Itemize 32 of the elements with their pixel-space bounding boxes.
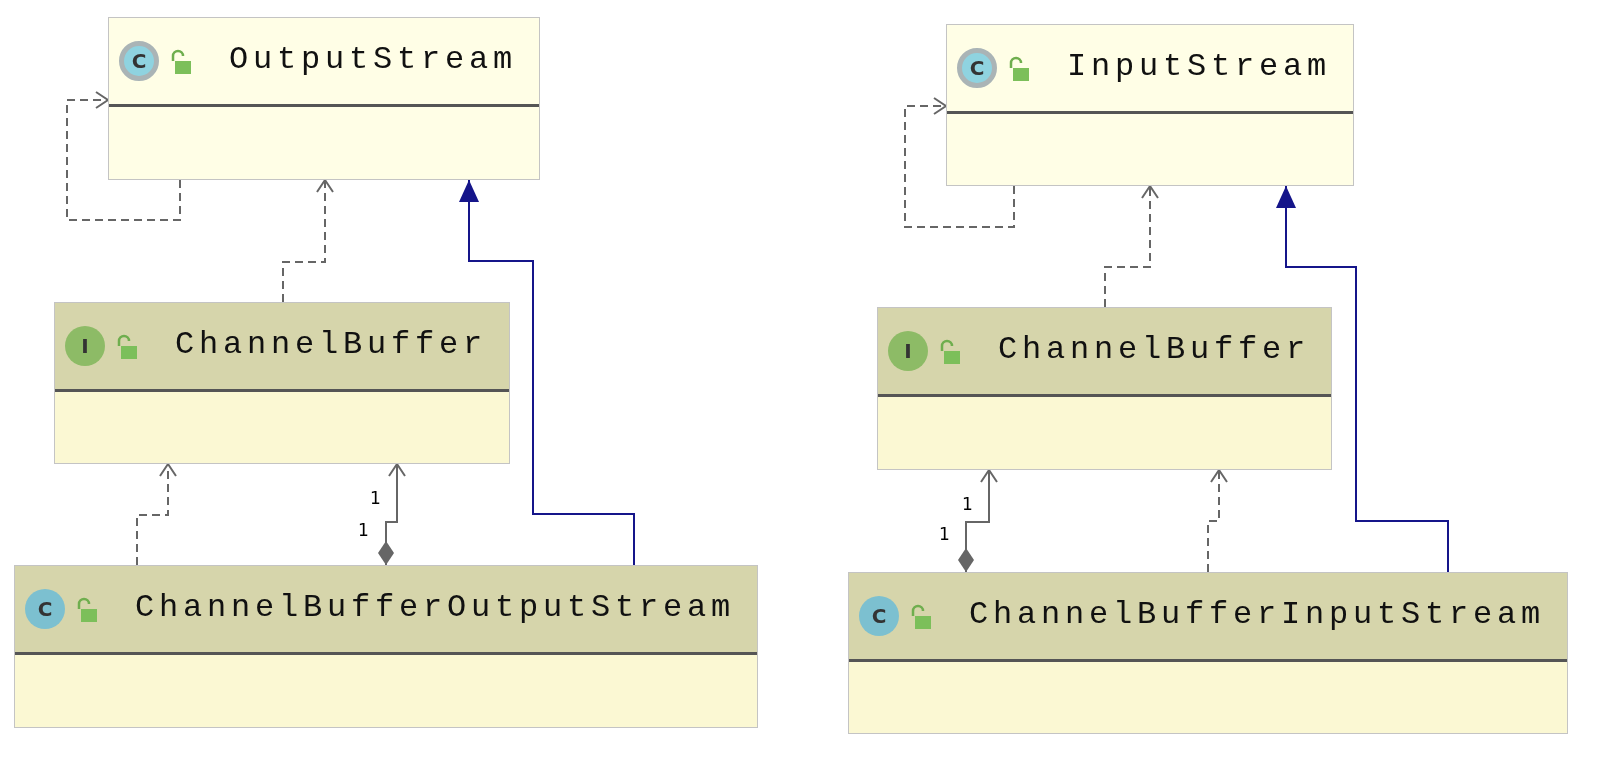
class-box	[54, 302, 510, 464]
class-icon: C	[859, 596, 899, 636]
multiplicity-label: 1	[358, 520, 369, 540]
class-name: InputStream	[1067, 47, 1332, 87]
class-icon: C	[25, 589, 65, 629]
multiplicity-label: 1	[370, 488, 381, 508]
class-name: ChannelBufferInputStream	[969, 595, 1546, 635]
class-box	[848, 572, 1568, 734]
abstract-class-icon: C	[119, 41, 159, 81]
arrow	[1104, 185, 1159, 308]
arrow	[378, 463, 406, 566]
class-name: OutputStream	[229, 40, 518, 80]
multiplicity-label: 1	[962, 494, 973, 514]
arrow	[1276, 185, 1449, 573]
interface-icon: I	[888, 331, 928, 371]
arrow	[136, 463, 177, 566]
multiplicity-label: 1	[939, 524, 950, 544]
class-name: ChannelBufferOutputStream	[135, 588, 736, 628]
class-box	[14, 565, 758, 728]
arrow	[282, 179, 334, 303]
class-name: ChannelBuffer	[175, 325, 488, 365]
class-box	[108, 17, 540, 180]
arrow	[904, 97, 1015, 228]
arrow	[66, 91, 181, 221]
interface-icon: I	[65, 326, 105, 366]
class-name: ChannelBuffer	[998, 330, 1311, 370]
class-box	[877, 307, 1332, 470]
arrow	[459, 179, 635, 566]
arrow	[958, 469, 998, 573]
abstract-class-icon: C	[957, 48, 997, 88]
class-box	[946, 24, 1354, 186]
arrow	[1207, 469, 1228, 573]
